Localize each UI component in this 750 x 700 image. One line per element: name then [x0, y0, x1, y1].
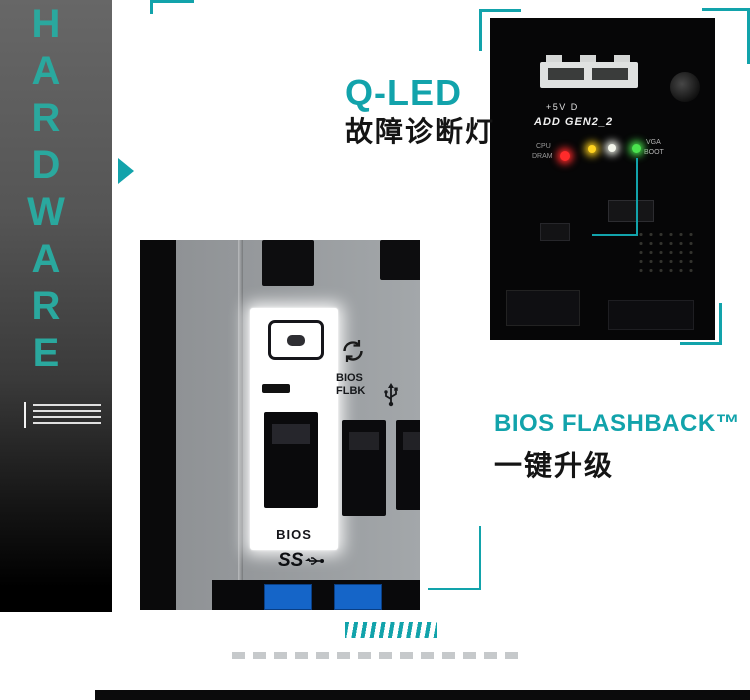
qled-board-photo: +5V D ADD GEN2_2 CPU DRAM VGA BOOT — [490, 18, 715, 340]
hardware-sidebar: HARDWARE — [0, 0, 112, 612]
bios-flashback-highlight: BIOS — [250, 308, 338, 550]
usb-port — [262, 240, 314, 286]
hardware-vertical-title: HARDWARE — [24, 2, 68, 378]
usb-port — [380, 240, 420, 280]
usb-tongue — [349, 432, 379, 450]
pcb-label-boot: BOOT — [644, 149, 664, 156]
pcb-label-cpu: CPU — [536, 143, 551, 150]
photo-bracket-bottom-right-h — [680, 342, 722, 345]
connector-slot — [592, 68, 628, 80]
board-connector — [608, 300, 694, 330]
corner-bracket-top-left-tick — [150, 0, 153, 14]
pcb-label-5v: +5V D — [546, 102, 579, 112]
chip-component — [608, 200, 654, 222]
play-triangle-icon — [118, 158, 134, 184]
usb-superspeed-logo: SS — [278, 550, 325, 572]
usb-port — [396, 420, 420, 510]
fine-print-text-block — [33, 404, 101, 427]
usb-ss-trident-icon — [305, 557, 325, 565]
corner-bracket-top-right — [702, 8, 750, 11]
fine-print-tick — [24, 402, 26, 428]
usb3-blue-port — [334, 584, 382, 610]
led-window — [262, 384, 290, 393]
flashback-callout-line-h — [428, 588, 481, 590]
flashback-callout-line-v — [479, 526, 481, 590]
bios-flbk-label-line2: FLBK — [336, 384, 366, 397]
dashed-divider — [232, 652, 522, 659]
vga-led-indicator — [608, 144, 616, 152]
qled-heading: Q-LED — [345, 72, 462, 113]
photo-bracket-bottom-right-v — [719, 303, 722, 345]
dram-led-indicator — [588, 145, 596, 153]
flashback-subheading: 一键升级 — [494, 450, 615, 481]
panel-bottom-edge — [212, 580, 420, 610]
usb-port — [342, 420, 386, 516]
pcb-label-dram: DRAM — [532, 153, 553, 160]
corner-bracket-top-left — [150, 0, 194, 3]
bios-flbk-label-line1: BIOS — [336, 372, 363, 384]
photo-bracket-top-left-v — [479, 9, 482, 51]
connector-notch — [546, 55, 562, 62]
bios-port-label: BIOS — [276, 527, 312, 542]
bios-flashback-button — [268, 320, 324, 360]
connector-slot — [548, 68, 584, 80]
ss-text: SS — [278, 550, 304, 571]
screw-icon — [670, 72, 700, 102]
chevron-stripes-decoration — [345, 622, 437, 638]
io-shield-edge — [238, 240, 243, 610]
bottom-black-bar — [95, 690, 750, 700]
connector-notch — [614, 55, 630, 62]
connector-notch — [580, 55, 596, 62]
led-callout-line-v — [636, 158, 638, 236]
usb-icon — [382, 382, 400, 413]
photo-bracket-top-left-h — [479, 9, 521, 12]
bios-flashback-button-cap — [287, 334, 305, 346]
pcb-label-addgen: ADD GEN2_2 — [534, 116, 614, 128]
flashback-heading: BIOS FLASHBACK™ — [494, 410, 741, 437]
bios-flbk-label: BIOS FLBK — [336, 372, 365, 397]
usb-tongue — [403, 432, 420, 450]
qled-subheading: 故障诊断灯 — [345, 116, 496, 147]
pcb-label-vga: VGA — [646, 139, 661, 146]
fan-header-connector — [540, 55, 638, 88]
board-connector — [506, 290, 580, 326]
led-callout-line-h — [592, 234, 638, 236]
solder-pad-grid — [636, 230, 694, 276]
cpu-led-indicator — [560, 151, 570, 161]
io-panel-photo: BIOS BIOS FLBK — [140, 240, 420, 610]
usb3-blue-port — [264, 584, 312, 610]
corner-bracket-top-right-tick — [747, 8, 750, 64]
chip-component — [540, 223, 570, 241]
io-panel-surface: BIOS BIOS FLBK — [176, 240, 420, 610]
boot-led-indicator — [632, 144, 641, 153]
flashback-refresh-icon — [340, 338, 366, 369]
bios-usb-port — [264, 412, 318, 508]
usb-tongue — [272, 424, 310, 444]
